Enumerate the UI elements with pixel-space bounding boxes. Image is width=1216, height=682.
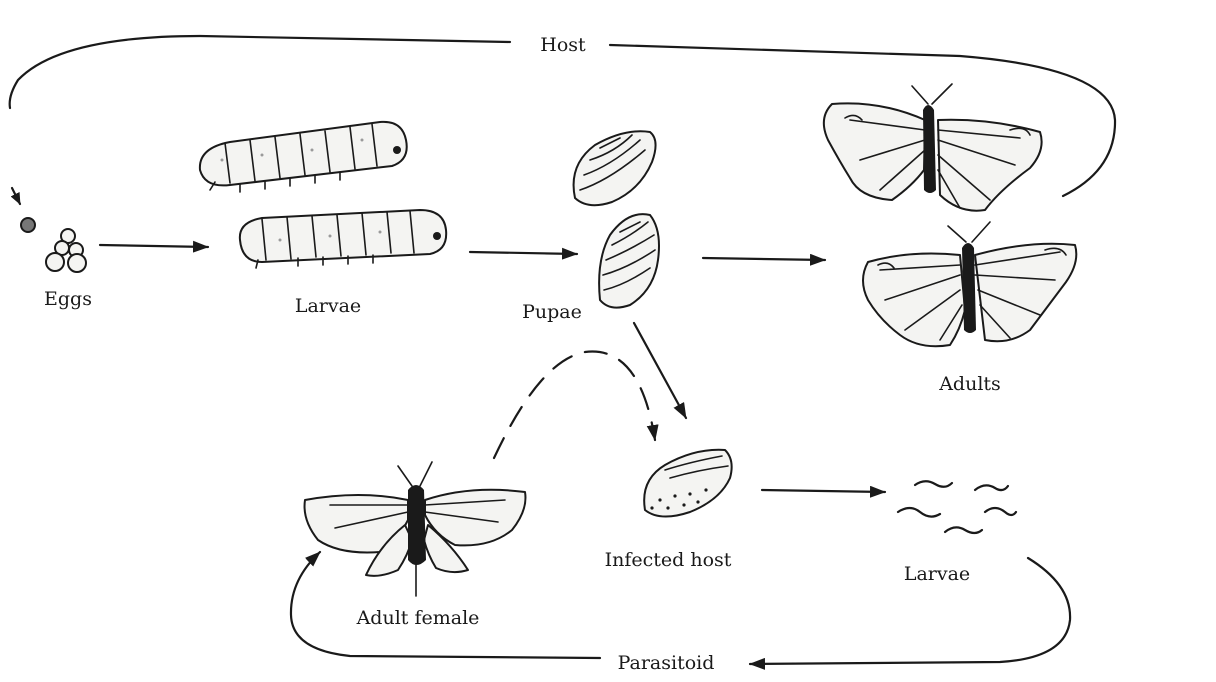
pupa-icon: [599, 214, 659, 307]
eggs-label: Eggs: [44, 288, 92, 310]
adults-label: Adults: [938, 373, 1001, 395]
butterfly-icon: [863, 222, 1076, 346]
pupae-label: Pupae: [522, 301, 582, 323]
dashed-arrow-female-to-host: [494, 352, 655, 458]
pupa-icon: [574, 131, 656, 205]
parasitoid-larvae-label: Larvae: [904, 563, 970, 585]
arrow-eggs-to-larvae: [100, 245, 208, 247]
infected-host-label: Infected host: [605, 549, 732, 571]
parasitoid-label: Parasitoid: [618, 652, 715, 674]
host-loop-arrow-to-eggs: [12, 188, 20, 204]
caterpillar-icon: [240, 210, 446, 268]
caterpillar-icon: [200, 122, 407, 192]
host-loop-line-left: [10, 36, 510, 108]
arrow-infected-host-to-larvae: [762, 490, 885, 492]
host-label: Host: [540, 34, 586, 56]
infected-pupa-icon: [644, 450, 732, 517]
adult-female-label: Adult female: [356, 607, 480, 629]
butterfly-icon: [824, 84, 1042, 211]
parasitoid-larvae-icon: [898, 481, 1016, 533]
host-larvae-label: Larvae: [295, 295, 361, 317]
arrow-pupae-to-infected-host: [634, 323, 686, 418]
eggs-icon: [21, 218, 86, 272]
moth-icon: [305, 462, 526, 596]
arrow-pupae-to-adults: [703, 258, 825, 260]
arrow-larvae-to-pupae: [470, 252, 577, 254]
